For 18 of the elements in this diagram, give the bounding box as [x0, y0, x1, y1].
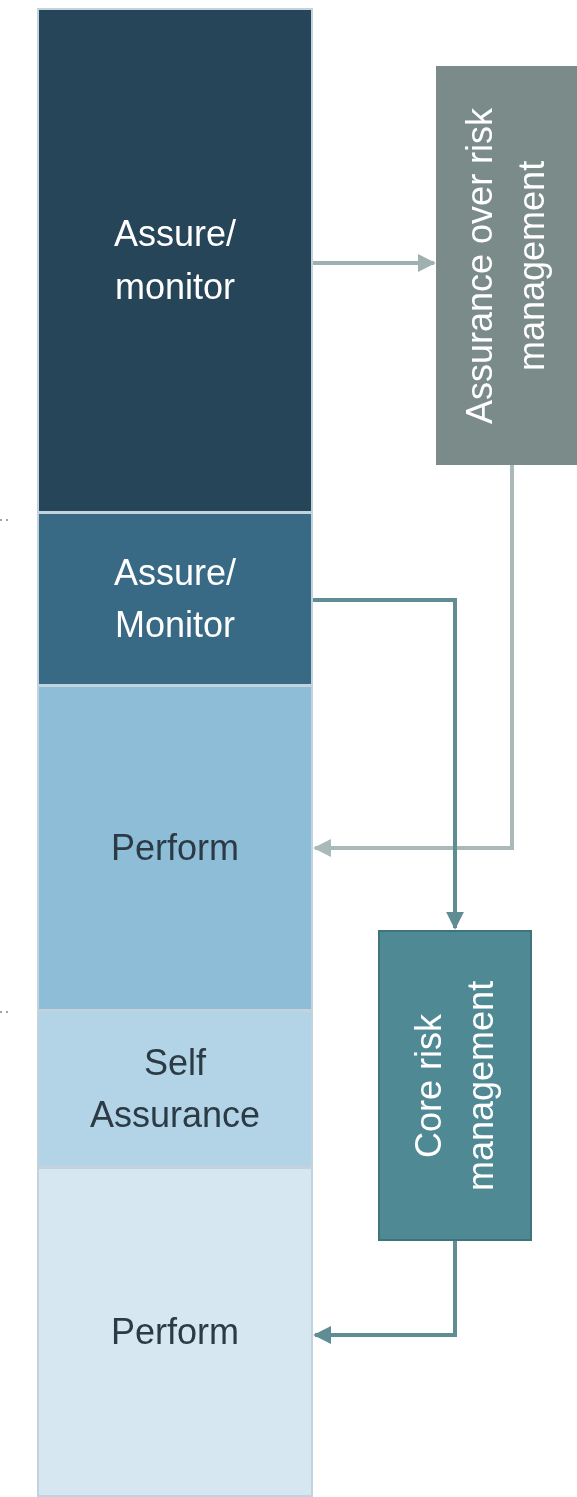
process-box [378, 930, 532, 1241]
box-label: Self Assurance [88, 1040, 262, 1137]
process-box [436, 66, 577, 465]
process-box [37, 685, 313, 1011]
box-label: Core risk management [406, 979, 502, 1193]
process-box [37, 512, 313, 686]
box-label: Perform [111, 1309, 239, 1354]
box-label: Perform [111, 825, 239, 870]
arrow [313, 465, 514, 857]
box-label: Assure/ Monitor [112, 550, 237, 647]
arrow [313, 1241, 457, 1344]
process-box [37, 1010, 313, 1168]
arrow [313, 598, 464, 930]
process-box [37, 1167, 313, 1497]
box-label: Assurance over risk management [458, 106, 554, 426]
process-box [37, 8, 313, 513]
box-label: Assure/ monitor [112, 212, 237, 309]
arrow [313, 254, 436, 272]
